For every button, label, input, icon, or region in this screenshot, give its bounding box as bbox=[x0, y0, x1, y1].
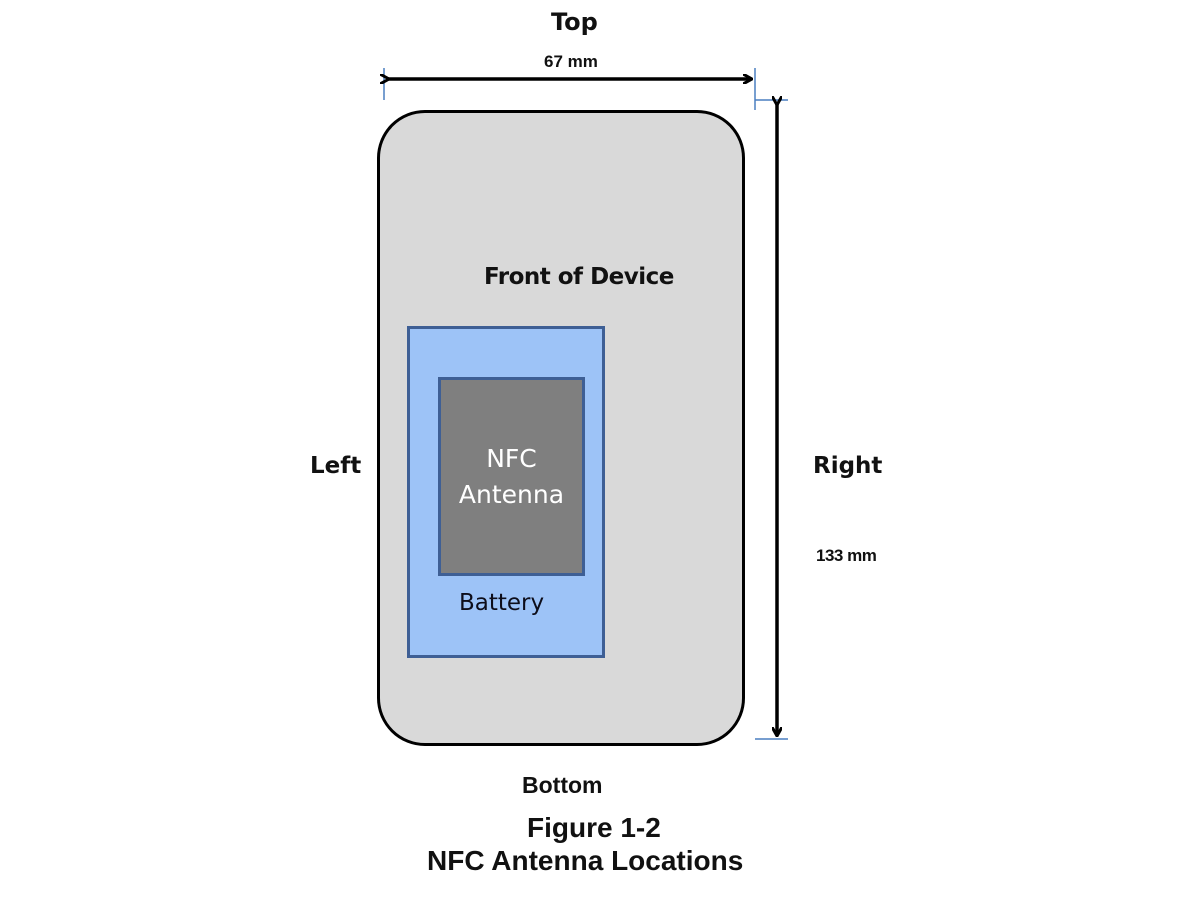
figure-number: Figure 1-2 bbox=[527, 812, 661, 843]
battery-label: Battery bbox=[459, 590, 545, 616]
label-top: Top bbox=[551, 8, 598, 36]
figure-title: NFC Antenna Locations bbox=[427, 845, 744, 876]
nfc-antenna-label-line1: NFC bbox=[486, 444, 537, 473]
label-bottom: Bottom bbox=[522, 772, 603, 798]
label-right: Right bbox=[813, 453, 883, 479]
dimension-height-label: 133 mm bbox=[816, 546, 877, 565]
nfc-antenna-region bbox=[438, 377, 585, 576]
label-left: Left bbox=[310, 453, 362, 479]
nfc-antenna-label-line2: Antenna bbox=[458, 480, 565, 509]
label-front-of-device: Front of Device bbox=[484, 264, 674, 290]
dimension-width-label: 67 mm bbox=[544, 52, 598, 71]
